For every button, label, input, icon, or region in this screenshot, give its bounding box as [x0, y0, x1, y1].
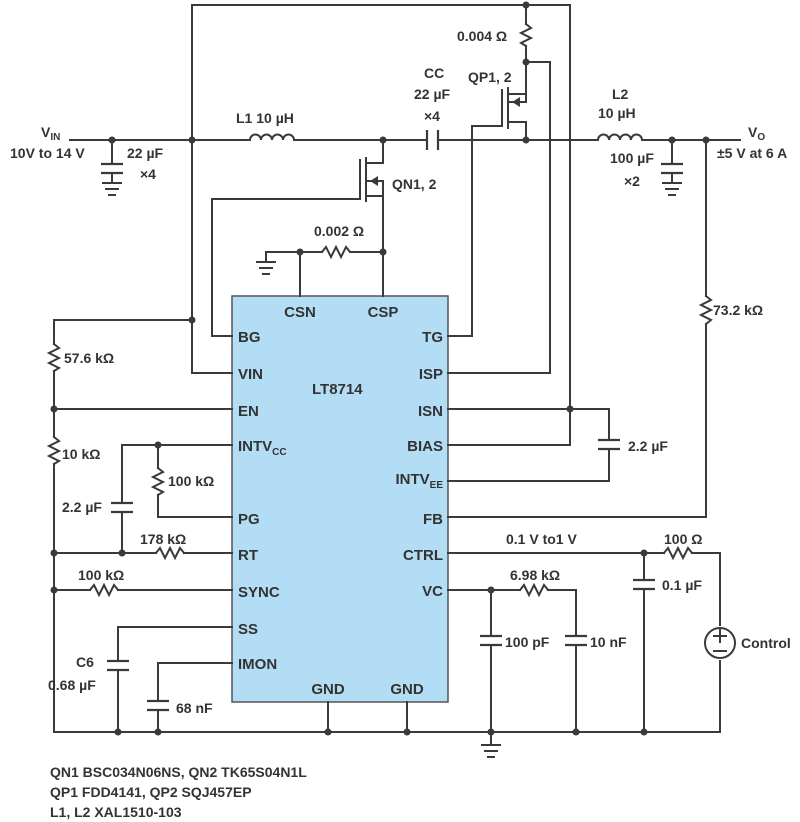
- pin-intvcc-main: INTV: [238, 438, 272, 455]
- rsense-low: [256, 244, 384, 297]
- rsense-low-value: 0.002 Ω: [314, 223, 364, 239]
- c6-name: C6: [76, 654, 94, 670]
- c-bias-value: 2.2 µF: [628, 438, 668, 454]
- l2-name: L2: [612, 86, 629, 102]
- r-en-bot-value: 10 kΩ: [62, 446, 100, 462]
- r-pg-value: 100 kΩ: [168, 473, 214, 489]
- left-network: [46, 319, 721, 733]
- ctrl-range: 0.1 V to1 V: [506, 531, 577, 547]
- vo-spec: ±5 V at 6 A: [717, 145, 787, 161]
- rsense-top-value: 0.004 Ω: [457, 28, 507, 44]
- cout-mult: ×2: [624, 173, 640, 189]
- pin-intvee-main: INTV: [395, 471, 429, 488]
- parts-line-2: QP1 FDD4141, QP2 SQJ457EP: [50, 784, 252, 800]
- cc-value: 22 µF: [414, 86, 451, 102]
- qp-label: QP1, 2: [468, 69, 512, 85]
- gnd-wires: [327, 701, 501, 758]
- parts-line-1: QN1 BSC034N06NS, QN2 TK65S04N1L: [50, 764, 307, 780]
- control-source: [704, 627, 736, 659]
- vin-range: 10V to 14 V: [10, 145, 85, 161]
- pin-bias: BIAS: [407, 438, 443, 455]
- pin-isn: ISN: [418, 403, 443, 420]
- pin-intvee-sub: EE: [430, 480, 444, 491]
- cc-name: CC: [424, 65, 444, 81]
- c-bias: [447, 408, 620, 482]
- pin-vin: VIN: [238, 366, 263, 383]
- pin-gnd-1: GND: [311, 681, 345, 698]
- r-fb-value: 73.2 kΩ: [713, 302, 763, 318]
- pin-bg: BG: [238, 329, 261, 346]
- pin-csn: CSN: [284, 304, 316, 321]
- pin-fb: FB: [423, 511, 443, 528]
- pin-intvee: INTVEE: [395, 471, 443, 491]
- r-fb: [447, 139, 714, 518]
- pin-pg: PG: [238, 511, 260, 528]
- vo-label: VO: [748, 124, 765, 143]
- r-en-top-value: 57.6 kΩ: [64, 350, 114, 366]
- vo-label-main: V: [748, 124, 758, 140]
- cout-value: 100 µF: [610, 150, 654, 166]
- cin-value: 22 µF: [127, 145, 164, 161]
- parts-line-3: L1, L2 XAL1510-103: [50, 804, 182, 820]
- cout-capacitor: [661, 139, 683, 196]
- c-ctrl-value: 0.1 µF: [662, 577, 702, 593]
- l1-label: L1 10 µH: [236, 110, 294, 126]
- r-rt-value: 178 kΩ: [140, 531, 186, 547]
- c-imon-value: 68 nF: [176, 700, 213, 716]
- vin-label-sub: IN: [50, 132, 60, 143]
- pin-rt: RT: [238, 547, 258, 564]
- pin-sync: SYNC: [238, 584, 280, 601]
- pin-ctrl: CTRL: [403, 547, 443, 564]
- pin-csp: CSP: [368, 304, 399, 321]
- qn-label: QN1, 2: [392, 176, 437, 192]
- pin-isp: ISP: [419, 366, 443, 383]
- l1-inductor: [248, 133, 296, 142]
- pin-intvcc-sub: CC: [272, 447, 286, 458]
- vin-label: VIN: [41, 124, 60, 143]
- c-intvcc-value: 2.2 µF: [62, 499, 102, 515]
- pin-tg: TG: [422, 329, 443, 346]
- c6-value: 0.68 µF: [48, 677, 96, 693]
- cc-capacitor: [425, 130, 440, 150]
- r-vc-value: 6.98 kΩ: [510, 567, 560, 583]
- ic-body: [231, 295, 449, 703]
- qn-transistor: [211, 139, 384, 337]
- c-vc1-value: 100 pF: [505, 634, 550, 650]
- junction-dots: [50, 1, 710, 736]
- pin-ss: SS: [238, 621, 258, 638]
- qp-transistor: [447, 61, 527, 337]
- cc-mult: ×4: [424, 108, 440, 124]
- pin-vc: VC: [422, 583, 443, 600]
- l2-value: 10 µH: [598, 105, 636, 121]
- l2-inductor: [596, 133, 644, 142]
- pin-gnd-2: GND: [390, 681, 424, 698]
- control-label: Control: [741, 635, 791, 651]
- top-loop-wires: [191, 4, 571, 446]
- pin-imon: IMON: [238, 656, 277, 673]
- r-sync-value: 100 kΩ: [78, 567, 124, 583]
- pin-intvcc: INTVCC: [238, 438, 287, 458]
- ctrl-network: [447, 545, 721, 733]
- vo-label-sub: O: [757, 132, 765, 143]
- ic-name: LT8714: [312, 381, 363, 398]
- cin-capacitor: [101, 139, 123, 196]
- pin-en: EN: [238, 403, 259, 420]
- cin-mult: ×4: [140, 166, 156, 182]
- vc-network: [447, 582, 587, 733]
- vin-label-main: V: [41, 124, 51, 140]
- rsense-top: [447, 4, 551, 374]
- c-vc2-value: 10 nF: [590, 634, 627, 650]
- r-ctrl-value: 100 Ω: [664, 531, 702, 547]
